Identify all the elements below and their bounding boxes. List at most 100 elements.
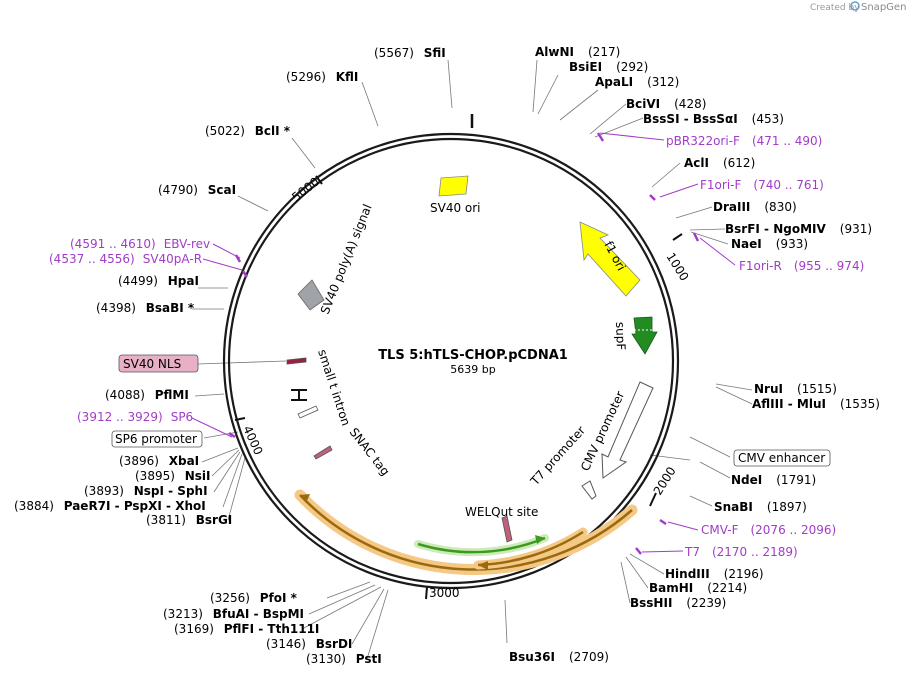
enzyme-name-draiii: DraIII	[713, 200, 750, 214]
enzyme-name-bsrfi-ngomiv: BsrFI - NgoMIV	[725, 222, 826, 236]
enzyme-name-hpai: HpaI	[168, 274, 199, 288]
enzyme-pos-bsabi: (4398)	[96, 301, 136, 315]
enzyme-name-pflmi: PflMI	[155, 388, 189, 402]
svg-text:(4537 .. 4556)SV40pA-R: (4537 .. 4556)SV40pA-R	[49, 252, 202, 266]
svg-text:(3169) PflFI - Tth111I: (3169) PflFI - Tth111I	[174, 622, 319, 636]
enzyme-name-bsu36i: Bsu36I	[509, 650, 555, 664]
enzyme-pos-nrui: (1515)	[797, 382, 837, 396]
supf-feature	[631, 316, 658, 355]
enzyme-name-scai: ScaI	[208, 183, 236, 197]
size-ticks: 1000 2000 3000 4000 5000	[234, 175, 692, 600]
enzyme-pos-sfii: (5567)	[374, 46, 414, 60]
orf-inner-arrowhead-icon	[478, 561, 488, 570]
enzyme-pos-paer7i-pspxi-xhoi: (3884)	[14, 499, 54, 513]
enzyme-name-alwni: AlwNI	[535, 45, 574, 59]
enzyme-pos-alwni: (217)	[588, 45, 620, 59]
svg-text:BsrFI - NgoMIV(931): BsrFI - NgoMIV (931)	[725, 222, 872, 236]
svg-text:Bsu36I(2709): Bsu36I (2709)	[509, 650, 609, 664]
enzyme-pos-bsrfi-ngomiv: (931)	[840, 222, 872, 236]
label-connectors	[192, 59, 753, 660]
enzyme-name-nrui: NruI	[754, 382, 783, 396]
enzyme-name-naei: NaeI	[731, 237, 762, 251]
orf-outer-arrowhead-icon	[300, 494, 310, 503]
svg-text:BciVI(428): BciVI(428)	[626, 97, 706, 111]
cmv-promoter-feature	[601, 381, 654, 479]
enzyme-pos-bfuai-bspmi: (3213)	[163, 607, 203, 621]
feature-label-supf: supF	[613, 322, 628, 351]
enzyme-labels-left: (5567) SfiI (5296) KflI (5022) BclI * (4…	[14, 46, 446, 666]
svg-text:(5022) BclI *: (5022) BclI *	[205, 124, 291, 138]
sp6-promoter-box	[111, 430, 203, 448]
svg-text:AlwNI(217): AlwNI (217)	[535, 45, 620, 59]
primer-range-f1ori-f: (740 .. 761)	[753, 178, 823, 192]
cmv-enhancer-box	[733, 449, 831, 467]
small-t-intron-part-b	[291, 389, 307, 401]
primer-range-ebv-rev: (4591 .. 4610)	[70, 237, 156, 251]
watermark-prefix: Created by	[810, 3, 860, 13]
enzyme-labels-right: Bsu36I (2709) AlwNI (217) BsiEI(292) ApaLI…	[509, 45, 880, 664]
backbone-outer-ring	[222, 132, 680, 590]
primer-name-f1ori-f: F1ori-F	[700, 178, 741, 192]
enzyme-name-afliii-mlui: AflIII - MluI	[752, 397, 826, 411]
enzyme-name-nspi-sphi: NspI - SphI	[134, 484, 208, 498]
enzyme-name-bsrdi: BsrDI	[316, 637, 353, 651]
enzyme-name-apali: ApaLI	[595, 75, 633, 89]
t7-promoter-feature	[581, 480, 597, 500]
tick-label-2000: 2000	[651, 464, 679, 497]
enzyme-pos-bcivi: (428)	[674, 97, 706, 111]
enzyme-pos-draiii: (830)	[764, 200, 796, 214]
tick-label-3000: 3000	[429, 586, 460, 600]
enzyme-name-pflfi-tth111i: PflFI - Tth111I	[224, 622, 320, 636]
orf-outer-arrow	[299, 494, 633, 571]
feature-label-sv40-ori: SV40 ori	[430, 201, 481, 215]
enzyme-name-kfli: KflI	[336, 70, 359, 84]
enzyme-pos-psti: (3130)	[306, 652, 346, 666]
primer-range-t7: (2170 .. 2189)	[712, 545, 798, 559]
enzyme-pos-xbai: (3896)	[119, 454, 159, 468]
enzyme-name-nsii: NsiI	[185, 469, 211, 483]
svg-text:BssHII(2239): BssHII(2239)	[630, 596, 726, 610]
enzyme-name-bcli: BclI *	[255, 124, 291, 138]
enzyme-name-pfoi: PfoI *	[260, 591, 298, 605]
enzyme-pos-ndei: (1791)	[776, 473, 816, 487]
svg-text:DraIII(830): DraIII (830)	[713, 200, 797, 214]
svg-text:NruI(1515): NruI (1515)	[754, 382, 837, 396]
enzyme-pos-bsiei: (292)	[616, 60, 648, 74]
svg-text:(4088) PflMI: (4088) PflMI	[105, 388, 189, 402]
svg-text:(3896) XbaI: (3896) XbaI	[119, 454, 199, 468]
plasmid-name: TLS 5:hTLS-CHOP.pCDNA1	[378, 348, 568, 363]
sv40-polya-signal-feature	[297, 279, 325, 311]
primer-name-f1ori-r: F1ori-R	[739, 259, 782, 273]
svg-text:(3893) NspI - SphI: (3893) NspI - SphI	[84, 484, 208, 498]
enzyme-name-hindiii: HindIII	[665, 567, 710, 581]
backbone-inner-ring	[227, 137, 675, 585]
primer-name-cmv-f: CMV-F	[701, 523, 739, 537]
primer-name-t7: T7	[684, 545, 700, 559]
feature-label-welqut-site: WELQut site	[465, 505, 538, 519]
tick-label-1000: 1000	[663, 250, 691, 283]
enzyme-pos-nsii: (3895)	[135, 469, 175, 483]
enzyme-pos-acli: (612)	[723, 156, 755, 170]
svg-text:F1ori-F(740 .. 761): F1ori-F (740 .. 761)	[700, 178, 824, 192]
svg-text:CMV-F(2076 .. 2096): CMV-F(2076 .. 2096)	[701, 523, 836, 537]
green-arrowhead-icon	[535, 535, 545, 544]
enzyme-pos-bsshii: (2239)	[686, 596, 726, 610]
enzyme-pos-pflfi-tth111i: (3169)	[174, 622, 214, 636]
small-t-intron-part-a	[297, 405, 319, 419]
green-orf-arrow	[417, 536, 546, 554]
svg-text:BsiEI(292): BsiEI(292)	[569, 60, 648, 74]
enzyme-name-xbai: XbaI	[169, 454, 199, 468]
primer-name-ebv-rev: EBV-rev	[164, 237, 210, 251]
svg-text:(3213) BfuAI - BspMI: (3213) BfuAI - BspMI	[163, 607, 304, 621]
enzyme-pos-pflmi: (4088)	[105, 388, 145, 402]
svg-text:(3256) PfoI *: (3256) PfoI *	[210, 591, 298, 605]
enzyme-name-sfii: SfiI	[424, 46, 446, 60]
enzyme-pos-bcli: (5022)	[205, 124, 245, 138]
enzyme-pos-bsu36i: (2709)	[569, 650, 609, 664]
svg-text:(3884) PaeR7I - PspXI - Xh: (3884) PaeR7I - PspXI - XhoI	[14, 499, 206, 513]
svg-text:BamHI(2214): BamHI(2214)	[649, 581, 747, 595]
feature-label-small-t-intron: small t intron	[315, 348, 353, 428]
enzyme-name-snabi: SnaBI	[714, 500, 753, 514]
feature-label-sv40-polya-signal: SV40 poly(A) signal	[318, 202, 375, 316]
